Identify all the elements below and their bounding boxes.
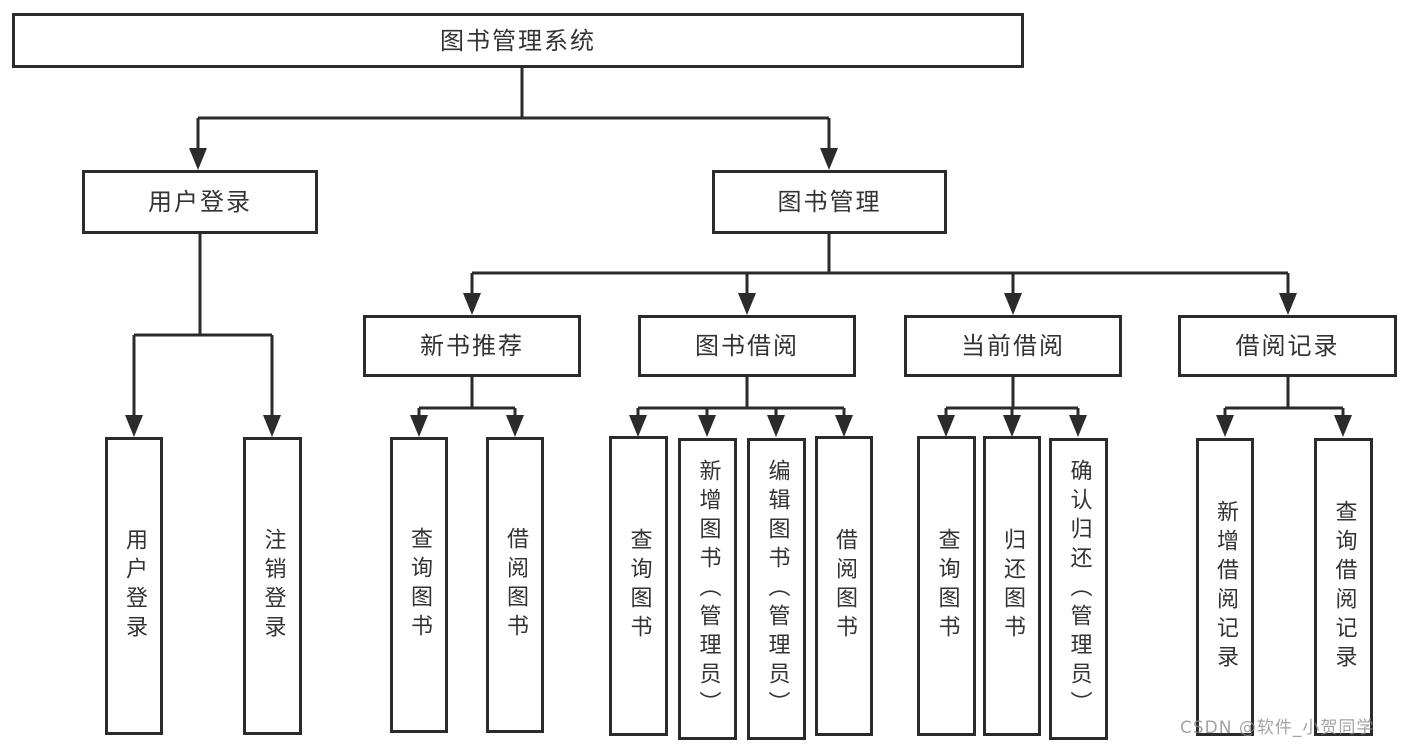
leaf-newbook-query-books: 查询图书 (390, 437, 448, 733)
leaf-newbook-borrow-books: 借阅图书 (486, 437, 544, 733)
leaf-records-add-record: 新增借阅记录 (1196, 438, 1254, 736)
node-current-borrow: 当前借阅 (904, 315, 1122, 377)
leaf-user-login: 用户登录 (105, 437, 163, 735)
leaf-current-confirm-return-admin: 确认归还（管理员） (1049, 438, 1108, 740)
leaf-logout-login: 注销登录 (243, 437, 302, 735)
node-user-login: 用户登录 (82, 170, 318, 234)
leaf-borrow-borrow-books: 借阅图书 (815, 436, 873, 736)
node-borrow-records: 借阅记录 (1178, 315, 1397, 377)
node-book-borrow: 图书借阅 (638, 315, 856, 377)
leaf-records-query-record: 查询借阅记录 (1314, 438, 1373, 736)
leaf-borrow-add-books-admin: 新增图书（管理员） (678, 438, 737, 740)
leaf-borrow-query-books: 查询图书 (609, 436, 668, 736)
watermark-text: CSDN @软件_小贺同学 (1180, 718, 1375, 738)
node-new-book-recommend: 新书推荐 (363, 315, 581, 377)
leaf-current-return-books: 归还图书 (983, 436, 1041, 736)
node-book-management: 图书管理 (712, 170, 947, 234)
node-root: 图书管理系统 (12, 13, 1024, 68)
leaf-borrow-edit-books-admin: 编辑图书（管理员） (747, 438, 806, 740)
leaf-current-query-books: 查询图书 (917, 436, 976, 736)
